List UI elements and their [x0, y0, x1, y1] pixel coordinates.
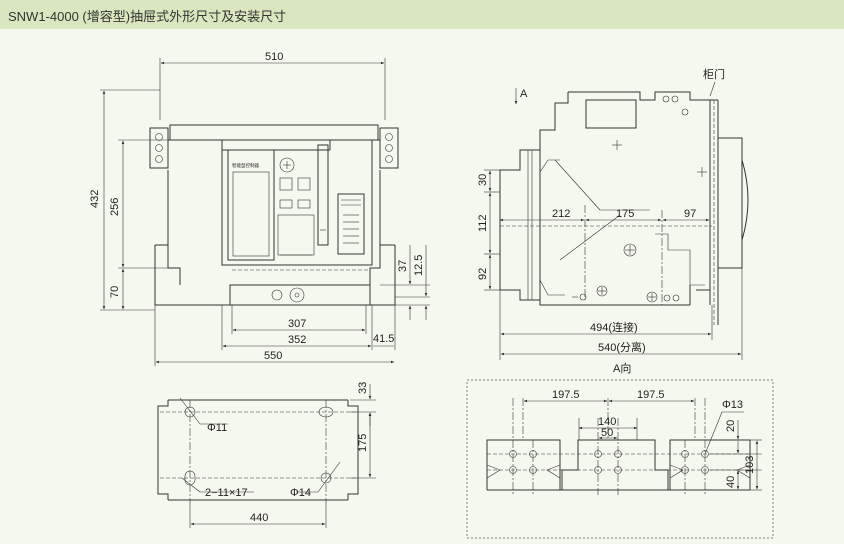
view-a-title: A向 [613, 361, 631, 375]
dim-256: 256 [109, 198, 121, 216]
dim-352: 352 [288, 334, 306, 346]
dim-92: 92 [477, 268, 489, 280]
terminal-view: 197.5 197.5 140 50 Φ13 20 40 [466, 379, 774, 539]
dim-97: 97 [684, 208, 696, 220]
dim-307: 307 [288, 318, 306, 330]
dim-112: 112 [477, 214, 489, 232]
dim-440: 440 [250, 512, 268, 524]
dim-103: 103 [744, 456, 756, 474]
dim-197-5-left: 197.5 [552, 389, 580, 401]
dim-70: 70 [109, 286, 121, 298]
dim-550: 550 [264, 350, 282, 362]
dim-432: 432 [89, 190, 101, 208]
dim-12-5: 12.5 [413, 255, 425, 276]
dim-40: 40 [725, 476, 737, 488]
view-arrow-a: A [520, 88, 528, 100]
dim-30: 30 [477, 174, 489, 186]
page-title: SNW1-4000 (增容型)抽屉式外形尺寸及安装尺寸 [8, 9, 287, 24]
dim-phi14: Φ14 [290, 487, 311, 499]
mount-view: Φ11 2−11×17 Φ14 33 175 440 [157, 382, 376, 528]
front-view: 510 智能型控制器 [89, 51, 430, 366]
side-view: A 柜门 [477, 67, 749, 375]
dim-212: 212 [552, 208, 570, 220]
panel-label: 智能型控制器 [232, 162, 259, 169]
dim-37: 37 [397, 260, 409, 272]
dim-41-5: 41.5 [373, 333, 394, 345]
dim-175-mount: 175 [357, 434, 369, 452]
dim-33: 33 [357, 382, 369, 394]
dim-510: 510 [265, 51, 283, 63]
dim-140: 140 [598, 416, 616, 428]
dim-phi13: Φ13 [722, 399, 743, 411]
dim-50: 50 [601, 427, 613, 439]
dim-494: 494(连接) [590, 321, 638, 334]
dim-540: 540(分离) [598, 340, 646, 354]
dim-20: 20 [725, 420, 737, 432]
dim-197-5-right: 197.5 [637, 389, 665, 401]
dim-phi11: Φ11 [207, 422, 227, 434]
title-bar: SNW1-4000 (增容型)抽屉式外形尺寸及安装尺寸 [0, 0, 844, 29]
dim-slot: 2−11×17 [205, 487, 248, 499]
dim-175-side: 175 [616, 208, 634, 220]
cabinet-door-label: 柜门 [703, 67, 725, 81]
